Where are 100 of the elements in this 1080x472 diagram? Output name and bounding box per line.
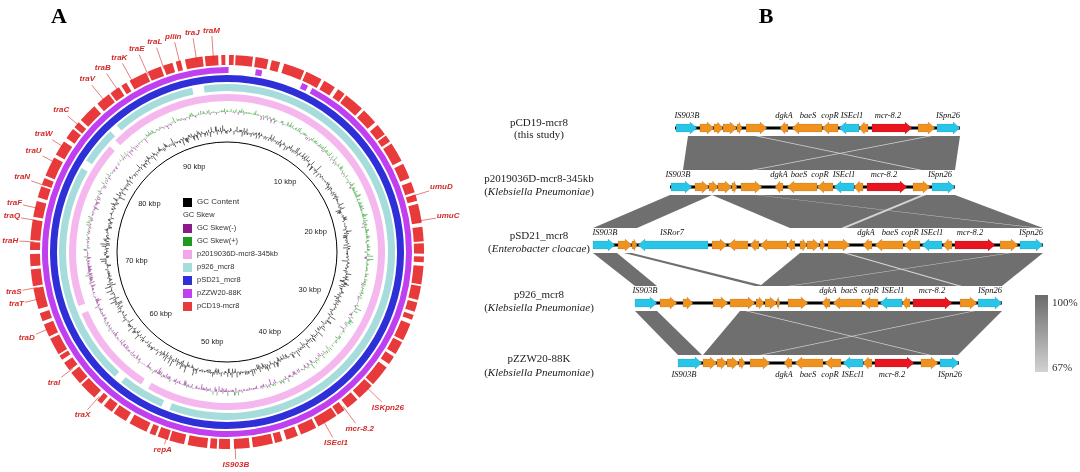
gene-label: IS903B bbox=[592, 228, 618, 238]
leader-line bbox=[106, 73, 120, 93]
gene-label: IS903B bbox=[665, 170, 691, 180]
leader-line bbox=[164, 435, 168, 445]
plasmid-name: p2019036D-mcr8-345kb bbox=[484, 171, 594, 185]
gene-label: ISEcl1 bbox=[841, 370, 865, 380]
leader-line bbox=[322, 419, 334, 438]
gene-label: traH bbox=[2, 236, 19, 246]
gene-label: traL bbox=[147, 37, 163, 47]
leader-line bbox=[51, 139, 65, 149]
leader-line bbox=[67, 115, 81, 127]
gene-label: dgkA bbox=[857, 228, 875, 238]
gene-label: traD bbox=[18, 333, 35, 343]
species-name: (Klebsiella Pneumoniae) bbox=[484, 300, 594, 314]
species-name: (Klebsiella Pneumoniae) bbox=[484, 365, 594, 379]
gene-label: mcr-8.2 bbox=[870, 170, 898, 180]
plasmid-name: pCD19-mcr8 bbox=[510, 115, 568, 129]
leader-line bbox=[91, 84, 106, 103]
leader-line bbox=[342, 406, 356, 424]
gene-label: IS903B bbox=[671, 370, 697, 380]
leader-line bbox=[417, 217, 437, 222]
leader-line bbox=[192, 38, 198, 62]
panel-letter: B bbox=[758, 3, 774, 29]
gene-label: mcr-8.2 bbox=[956, 228, 984, 238]
leader-line bbox=[22, 204, 40, 209]
gene-label: pilin bbox=[165, 32, 182, 42]
scale-label: 100% bbox=[1052, 295, 1078, 309]
leader-line bbox=[35, 328, 51, 335]
plasmid-name: (this study) bbox=[514, 127, 564, 141]
gene-label: traQ bbox=[3, 211, 21, 221]
gene-label: copR bbox=[811, 170, 829, 180]
plasmid-name: pSD21_mcr8 bbox=[509, 228, 569, 242]
gene-label: copR bbox=[821, 111, 839, 121]
gene-label: mcr-8.2 bbox=[345, 424, 374, 434]
gene-label: traK bbox=[111, 53, 128, 63]
gene-label: traW bbox=[34, 129, 53, 139]
gene-label: repA bbox=[153, 445, 172, 455]
leader-line bbox=[30, 180, 46, 187]
gene-label: baeS bbox=[840, 286, 858, 296]
gene-label: mcr-8.2 bbox=[874, 111, 902, 121]
gene-label: ISEcl1 bbox=[881, 286, 905, 296]
gene-label: traC bbox=[53, 105, 70, 115]
leader-line bbox=[87, 396, 100, 410]
scale-label: 67% bbox=[1052, 360, 1073, 374]
gene-label: dgkA bbox=[775, 370, 793, 380]
leader-line bbox=[60, 368, 74, 378]
gene-label: ISpn26 bbox=[935, 111, 961, 121]
leader-line bbox=[138, 54, 149, 76]
gene-label: mcr-8.2 bbox=[878, 370, 906, 380]
gene-label: ISEcl1 bbox=[324, 438, 348, 448]
gene-label: baeS bbox=[799, 370, 817, 380]
gene-label: traF bbox=[7, 198, 23, 208]
gene-label: ISEcl1 bbox=[832, 170, 856, 180]
gene-label: umuD bbox=[430, 182, 453, 192]
plasmid-name: pZZW20-88K bbox=[507, 351, 571, 365]
gene-label: IS903B bbox=[222, 460, 250, 470]
gene-label: ISpn26 bbox=[937, 370, 963, 380]
leader-line bbox=[19, 240, 35, 243]
gene-label: dgkA bbox=[775, 111, 793, 121]
gene-label: IS903B bbox=[674, 111, 700, 121]
gene-label: traX bbox=[74, 410, 91, 420]
gene-label: ISKpn26 bbox=[371, 403, 404, 413]
leader-line bbox=[411, 190, 430, 197]
gene-label: traV bbox=[79, 74, 96, 85]
leader-line bbox=[211, 35, 214, 60]
gene-label: baeS bbox=[881, 228, 899, 238]
gene-label: IS903B bbox=[632, 286, 658, 296]
gene-label: umuC bbox=[436, 211, 460, 221]
gene-label: ISEcl1 bbox=[920, 228, 944, 238]
gene-label: copR bbox=[901, 228, 919, 238]
leader-line bbox=[24, 298, 41, 303]
leader-line bbox=[234, 444, 236, 460]
leader-line bbox=[42, 155, 57, 164]
gene-label: ISRor7 bbox=[659, 228, 685, 238]
plasmid-name: p926_mcr8 bbox=[513, 287, 565, 301]
legend-label: GC Content bbox=[197, 197, 240, 207]
gene-label: traJ bbox=[184, 28, 200, 38]
panel-letter: A bbox=[51, 3, 67, 29]
gene-label: traM bbox=[203, 25, 220, 36]
gene-label: traU bbox=[25, 146, 42, 156]
leader-line bbox=[22, 287, 38, 291]
gene-label: traN bbox=[14, 172, 31, 183]
gene-label: ISpn26 bbox=[977, 286, 1003, 296]
leader-line bbox=[365, 386, 383, 403]
gene-label: ISEcl1 bbox=[840, 111, 864, 121]
gene-label: traE bbox=[128, 44, 145, 54]
gene-label: dgkA bbox=[819, 286, 837, 296]
gene-label: ISpn26 bbox=[1018, 228, 1044, 238]
species-name: (Klebsiella Pneumoniae) bbox=[484, 184, 594, 198]
gene-label: copR bbox=[821, 370, 839, 380]
gene-label: traB bbox=[94, 63, 111, 73]
gene-label: ISpn26 bbox=[927, 170, 953, 180]
species-name: (Enterobacter cloacae) bbox=[488, 241, 590, 255]
gene-label: traI bbox=[47, 378, 61, 388]
leader-line bbox=[174, 41, 181, 66]
gene-label: copR bbox=[861, 286, 879, 296]
leader-line bbox=[20, 217, 37, 221]
leader-line bbox=[122, 63, 134, 84]
gene-label: mcr-8.2 bbox=[918, 286, 946, 296]
gene-label: baeS bbox=[799, 111, 817, 121]
